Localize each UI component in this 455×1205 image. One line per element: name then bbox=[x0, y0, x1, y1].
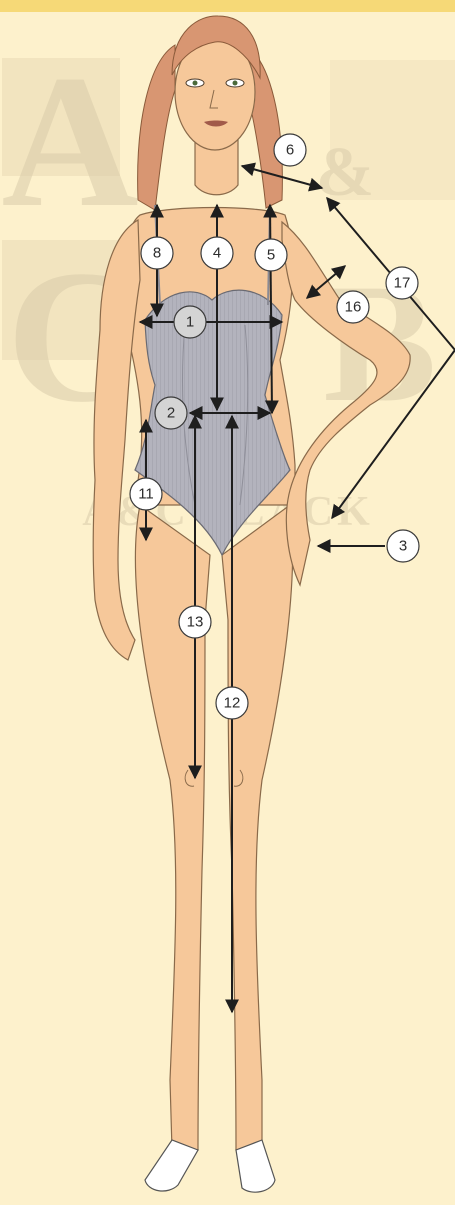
marker-8: 8 bbox=[141, 237, 173, 269]
marker-12: 12 bbox=[216, 687, 248, 719]
right-shoe bbox=[236, 1140, 275, 1192]
marker-1-label: 1 bbox=[186, 314, 194, 331]
marker-16-label: 16 bbox=[345, 299, 362, 316]
marker-11: 11 bbox=[130, 478, 162, 510]
marker-5-label: 5 bbox=[267, 247, 275, 264]
marker-13: 13 bbox=[179, 606, 211, 638]
marker-5: 5 bbox=[255, 239, 287, 271]
left-leg bbox=[135, 505, 210, 1150]
marker-16: 16 bbox=[337, 291, 369, 323]
marker-11-label: 11 bbox=[138, 486, 154, 503]
marker-1: 1 bbox=[174, 306, 206, 338]
marker-2-label: 2 bbox=[167, 405, 175, 422]
marker-3-label: 3 bbox=[399, 538, 407, 555]
marker-12-label: 12 bbox=[224, 695, 241, 712]
watermark-letter-a: A bbox=[1, 37, 138, 247]
marker-2: 2 bbox=[155, 397, 187, 429]
marker-17-label: 17 bbox=[394, 275, 411, 292]
marker-6: 6 bbox=[274, 134, 306, 166]
marker-6-label: 6 bbox=[286, 142, 294, 159]
left-shoe bbox=[145, 1140, 198, 1191]
marker-4: 4 bbox=[201, 237, 233, 269]
marker-17: 17 bbox=[386, 267, 418, 299]
marker-13-label: 13 bbox=[187, 614, 204, 631]
marker-8-label: 8 bbox=[153, 245, 161, 262]
marker-4-label: 4 bbox=[213, 245, 221, 262]
watermark-ampersand: & bbox=[316, 134, 374, 211]
marker-3: 3 bbox=[387, 530, 419, 562]
